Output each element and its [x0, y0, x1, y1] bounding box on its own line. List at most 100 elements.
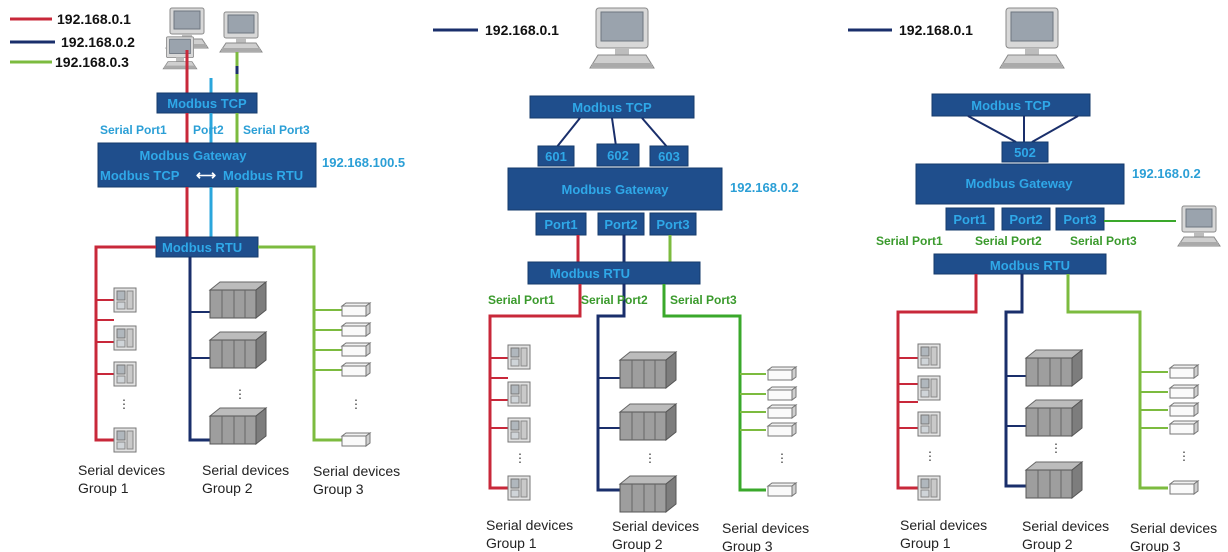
sensor-module-icon [767, 366, 797, 381]
modbus-rtu-label: Modbus RTU [162, 240, 242, 255]
legend-item-1: 192.168.0.1 [57, 11, 131, 27]
svg-text:⋮: ⋮ [234, 387, 246, 401]
serial-device-icon [113, 427, 137, 453]
tcp-port-502 [1001, 141, 1049, 163]
gateway-ip: 192.168.100.5 [322, 155, 405, 170]
svg-text:⋮: ⋮ [514, 451, 526, 465]
tcp-port-603 [649, 145, 689, 167]
sensor-module-icon [341, 342, 371, 357]
tcp-port-502-label: 502 [1014, 145, 1036, 160]
port1-label: Port1 [544, 217, 577, 232]
serial-device-icon [113, 325, 137, 351]
sensor-module-icon [1169, 384, 1199, 399]
modbus-gateway-box [97, 142, 317, 188]
port3 [649, 212, 697, 236]
group1-line1: Serial devices [78, 462, 165, 478]
gateway-title: Modbus Gateway [562, 182, 670, 197]
serial-device-icon [507, 417, 531, 443]
group2-line2: Group 2 [1022, 536, 1073, 552]
port1 [945, 207, 995, 231]
gateway-title: Modbus Gateway [140, 148, 248, 163]
computer-icon [999, 7, 1065, 69]
gateway-rtu-label: Modbus RTU [223, 168, 303, 183]
group1-line2: Group 1 [78, 480, 129, 496]
serial-device-icon [917, 343, 941, 369]
port1 [535, 212, 587, 236]
legend-item: 192.168.0.1 [899, 22, 973, 38]
sensor-module-icon [1169, 480, 1199, 495]
modbus-rtu-bar [527, 261, 701, 285]
sensor-module-icon [767, 422, 797, 437]
group3-line1: Serial devices [722, 520, 809, 536]
serial-device-icon [917, 411, 941, 437]
port3-label: Port3 [1063, 212, 1096, 227]
sensor-module-icon [341, 432, 371, 447]
panel-3: 192.168.0.1 Modbus TCP 502 Modbus Gatewa… [848, 7, 1221, 552]
svg-text:⋮: ⋮ [644, 451, 656, 465]
plc-rack-icon [209, 281, 267, 319]
svg-text:⋮: ⋮ [118, 397, 130, 411]
tcp-port-601 [537, 145, 575, 167]
port2-label: Port2 [193, 123, 224, 137]
legend-item: 192.168.0.1 [485, 22, 559, 38]
panel-2: 192.168.0.1 Modbus TCP 601 602 603 Modbu… [433, 7, 809, 552]
serial-port3-label: Serial Port3 [1070, 234, 1137, 248]
serial-device-icon [113, 287, 137, 313]
sensor-module-icon [767, 386, 797, 401]
serial-port2-label: Serial Port2 [581, 293, 648, 307]
group1-line1: Serial devices [486, 517, 573, 533]
group1-line1: Serial devices [900, 517, 987, 533]
sensor-module-icon [767, 404, 797, 419]
serial-port1-label: Serial Port1 [488, 293, 555, 307]
group3-line1: Serial devices [1130, 520, 1217, 536]
serial-port3-label: Serial Port3 [670, 293, 737, 307]
group2-line2: Group 2 [202, 480, 253, 496]
serial-device-icon [507, 344, 531, 370]
sensor-module-icon [767, 482, 797, 497]
port3-label: Port3 [656, 217, 689, 232]
serial-port1-label: Serial Port1 [100, 123, 167, 137]
serial-port1-label: Serial Port1 [876, 234, 943, 248]
bidirectional-arrow-icon: ⟷ [196, 167, 216, 183]
sensor-module-icon [341, 362, 371, 377]
modbus-tcp-label: Modbus TCP [572, 100, 652, 115]
modbus-gateway-box [915, 163, 1125, 205]
tcp-port-601-label: 601 [545, 149, 567, 164]
modbus-rtu-label: Modbus RTU [550, 266, 630, 281]
tcp-port-602-label: 602 [607, 148, 629, 163]
group2-line1: Serial devices [202, 462, 289, 478]
plc-rack-icon [619, 351, 677, 389]
modbus-rtu-label: Modbus RTU [990, 258, 1070, 273]
port1-label: Port1 [953, 212, 986, 227]
serial-port2-label: Serial Port2 [975, 234, 1042, 248]
sensor-module-icon [341, 302, 371, 317]
svg-text:⋮: ⋮ [776, 451, 788, 465]
svg-text:⋮: ⋮ [1178, 449, 1190, 463]
plc-rack-icon [1025, 461, 1083, 499]
serial-device-icon [917, 375, 941, 401]
modbus-gateway-box [507, 167, 723, 211]
serial-device-icon [917, 475, 941, 501]
computer-icon [219, 11, 263, 53]
modbus-rtu-bar [933, 253, 1107, 275]
svg-text:⋮: ⋮ [1050, 441, 1062, 455]
sensor-module-icon [341, 322, 371, 337]
modbus-tcp-bar [156, 92, 258, 114]
modbus-tcp-bar [931, 93, 1091, 117]
computer-icon [589, 7, 655, 69]
group2-line1: Serial devices [612, 518, 699, 534]
gateway-ip: 192.168.0.2 [730, 180, 799, 195]
plc-rack-icon [619, 475, 677, 513]
group3-line2: Group 3 [722, 538, 773, 552]
port2 [597, 212, 645, 236]
gateway-title: Modbus Gateway [966, 176, 1074, 191]
plc-rack-icon [209, 407, 267, 445]
serial-device-icon [113, 361, 137, 387]
tcp-port-602 [596, 143, 640, 167]
serial-device-icon [507, 381, 531, 407]
plc-rack-icon [209, 331, 267, 369]
group1-line2: Group 1 [486, 535, 537, 551]
gateway-ip: 192.168.0.2 [1132, 166, 1201, 181]
svg-text:⋮: ⋮ [350, 397, 362, 411]
plc-rack-icon [1025, 349, 1083, 387]
